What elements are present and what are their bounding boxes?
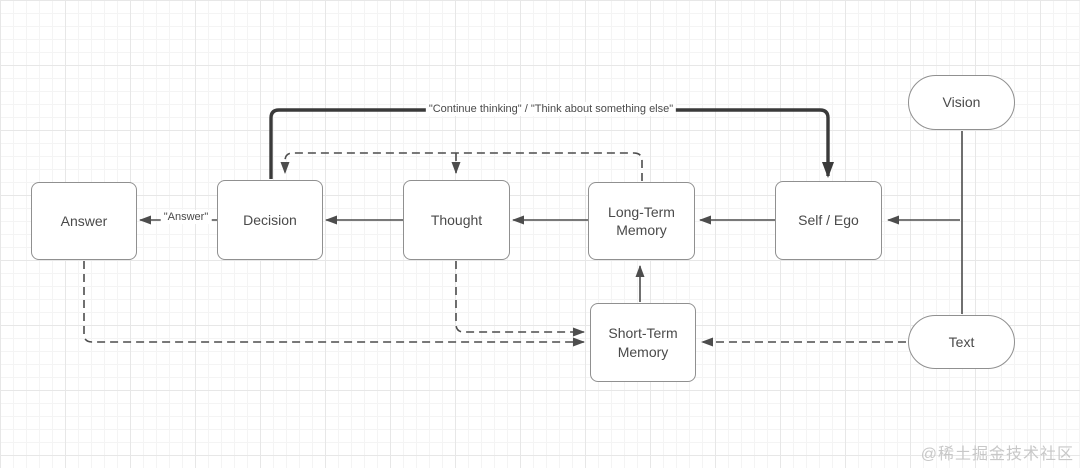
node-decision-label: Decision bbox=[243, 211, 297, 228]
edge-decision-to-selfego-feedback bbox=[269, 108, 834, 179]
edge-ltm-to-decision-dashed bbox=[280, 152, 643, 181]
node-text-label: Text bbox=[948, 333, 975, 350]
node-answer-label: Answer bbox=[60, 212, 108, 229]
edge-label-feedback: "Continue thinking" / "Think about somet… bbox=[425, 102, 677, 116]
node-long-term-memory: Long-Term Memory bbox=[588, 182, 695, 260]
node-long-term-memory-label: Long-Term Memory bbox=[608, 203, 675, 238]
node-decision: Decision bbox=[217, 180, 323, 260]
node-vision-label: Vision bbox=[942, 94, 981, 111]
edge-thought-to-stm-dashed bbox=[455, 261, 585, 337]
node-short-term-memory: Short-Term Memory bbox=[590, 303, 696, 382]
node-short-term-memory-label: Short-Term Memory bbox=[608, 325, 678, 360]
node-self-ego: Self / Ego bbox=[775, 181, 882, 260]
node-answer: Answer bbox=[31, 182, 137, 260]
node-self-ego-label: Self / Ego bbox=[798, 212, 859, 229]
node-thought-label: Thought bbox=[430, 211, 483, 228]
edge-label-answer: "Answer" bbox=[160, 210, 212, 224]
node-thought: Thought bbox=[403, 180, 510, 260]
node-vision: Vision bbox=[908, 75, 1015, 130]
watermark: @稀土掘金技术社区 bbox=[920, 446, 1074, 463]
node-text: Text bbox=[908, 315, 1015, 369]
edge-answer-to-stm-dashed bbox=[83, 261, 585, 347]
